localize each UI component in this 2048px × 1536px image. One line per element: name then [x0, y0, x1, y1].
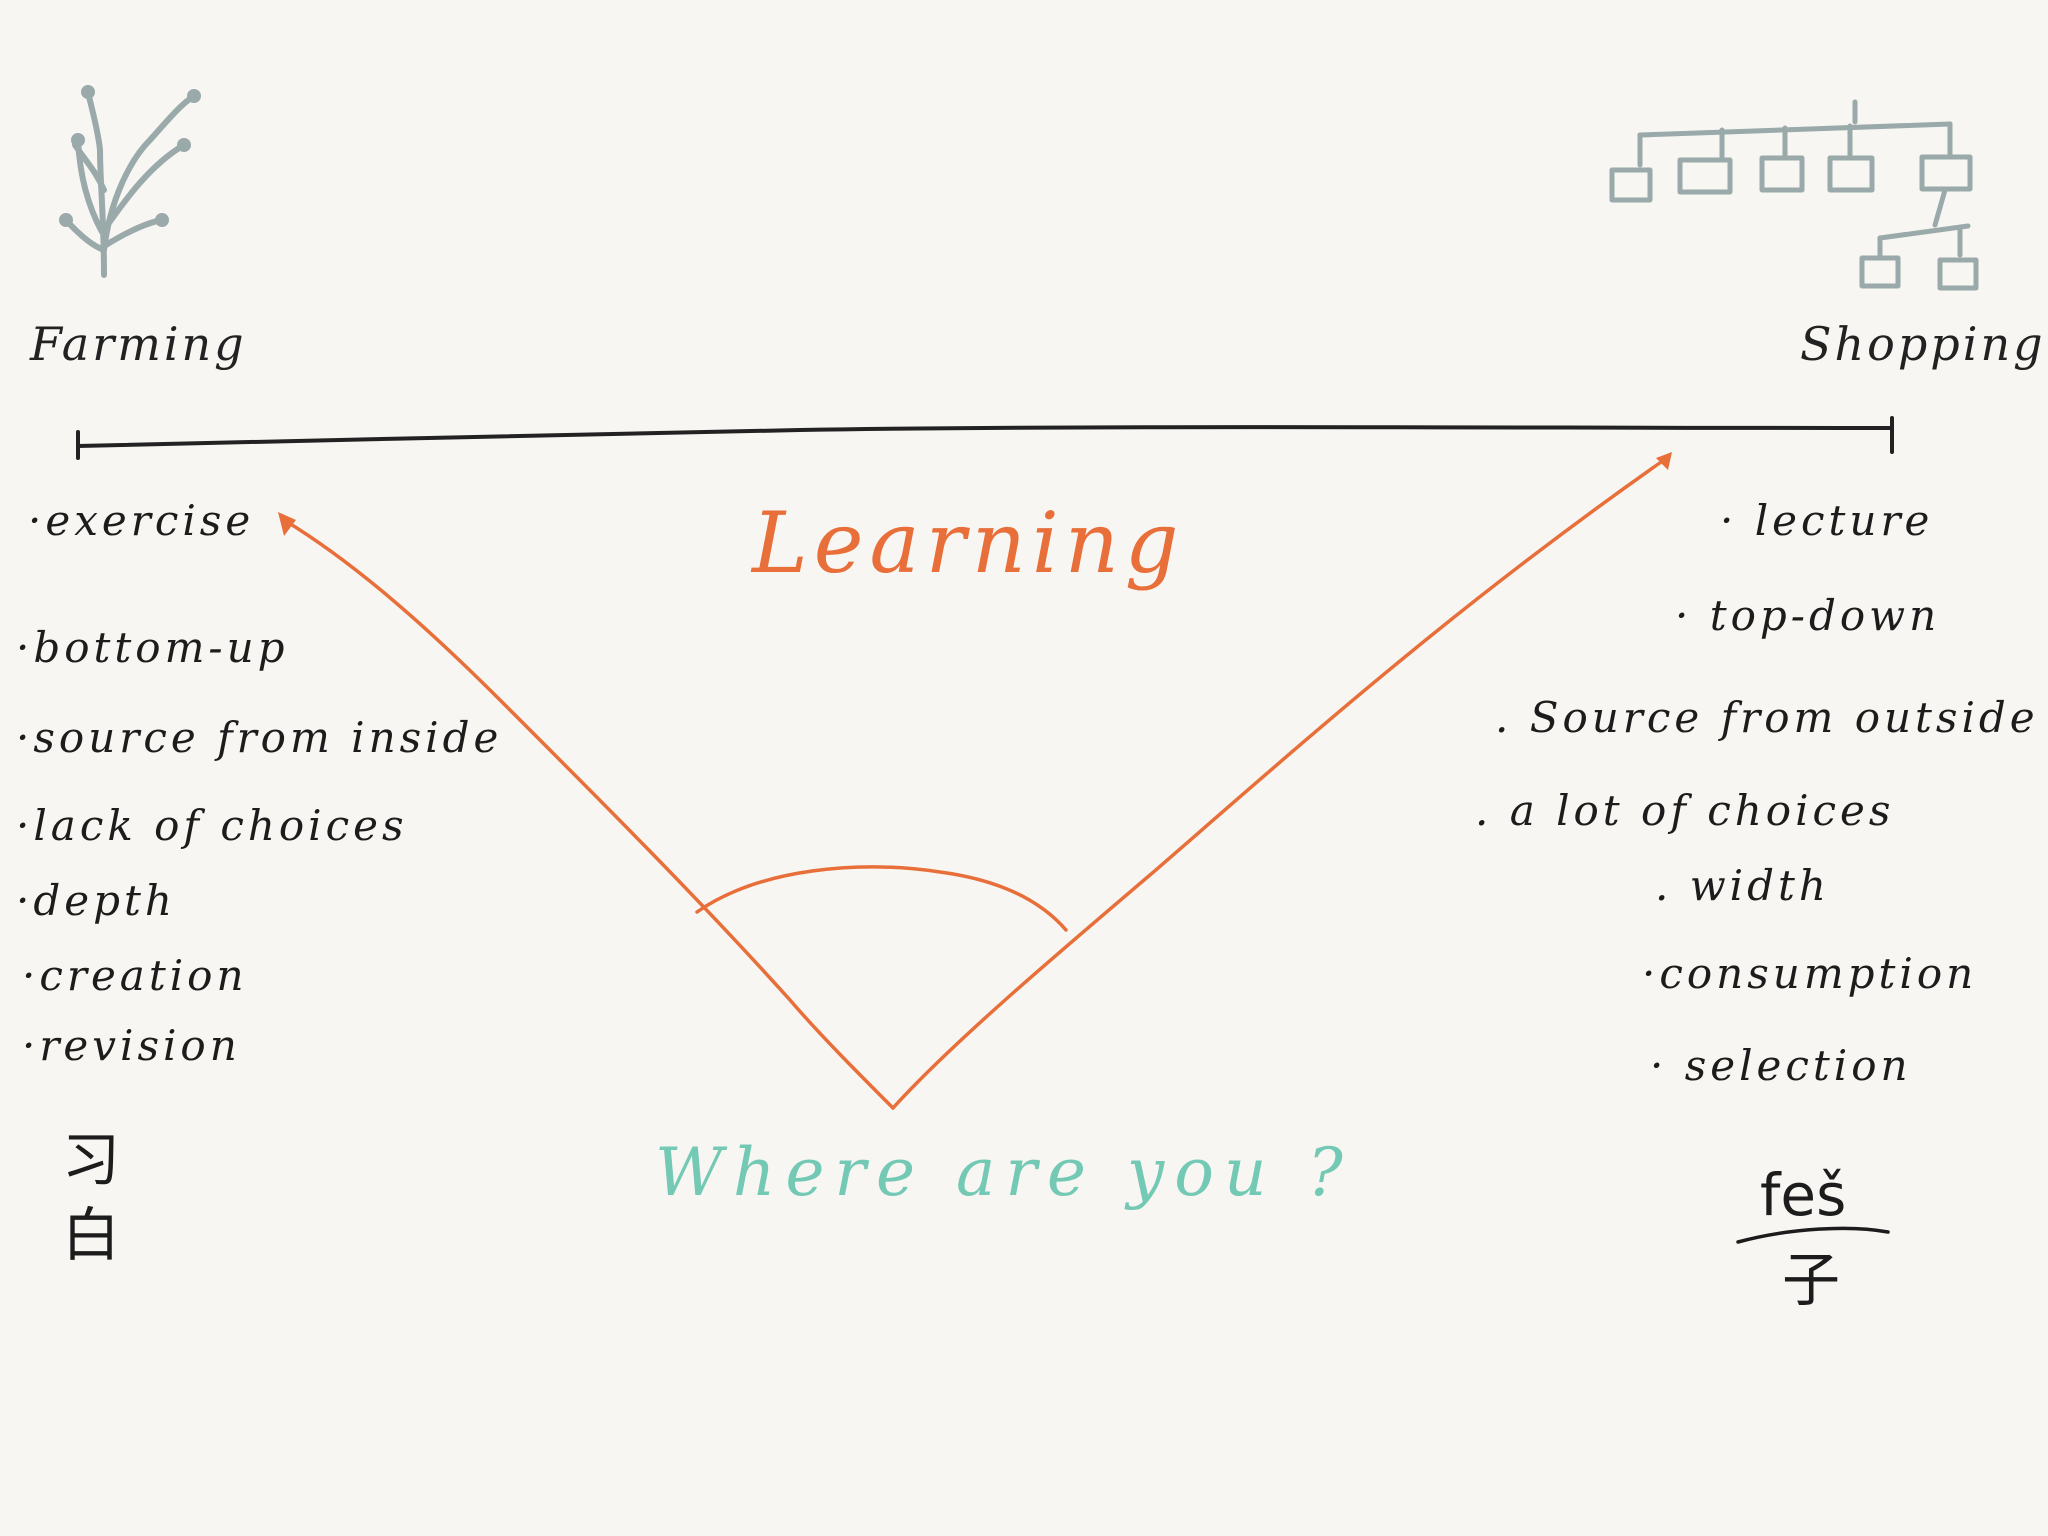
right-item: . Source from outside	[1495, 693, 2039, 742]
right-item: . width	[1655, 861, 1830, 910]
center-question: Where are you ?	[655, 1134, 1353, 1211]
right-item: ·consumption	[1642, 949, 1977, 998]
left-item: ·exercise	[28, 496, 254, 545]
arrow-head-left-icon	[278, 512, 296, 536]
left-cjk-bottom: 白	[62, 1201, 120, 1269]
right-cjk-bottom: 子	[1782, 1246, 1840, 1314]
right-fraction-bar	[1736, 1226, 1890, 1244]
right-item: · selection	[1650, 1041, 1912, 1090]
left-item: ·source from inside	[16, 713, 502, 762]
left-item: ·depth	[16, 876, 176, 925]
left-item: ·bottom-up	[16, 623, 289, 672]
right-item: · lecture	[1720, 496, 1933, 545]
plant-icon	[59, 85, 201, 278]
hierarchy-tree-icon	[1609, 99, 1979, 291]
left-title: Farming	[29, 317, 247, 371]
right-item: . a lot of choices	[1475, 786, 1894, 835]
left-item: ·creation	[22, 951, 248, 1000]
right-cjk-top: feš	[1760, 1161, 1846, 1229]
learning-v-arrows	[282, 458, 1666, 1110]
arrow-head-right-icon	[1656, 452, 1672, 470]
left-item: ·revision	[22, 1021, 241, 1070]
center-title: Learning	[750, 494, 1185, 592]
right-title: Shopping	[1800, 317, 2046, 371]
right-items: · lecture · top-down . Source from outsi…	[1475, 496, 2039, 1090]
spectrum-line	[76, 416, 1894, 460]
left-item: ·lack of choices	[16, 801, 408, 850]
left-items: ·exercise ·bottom-up ·source from inside…	[16, 496, 502, 1070]
left-cjk-top: 习	[62, 1126, 120, 1194]
right-item: · top-down	[1675, 591, 1940, 640]
